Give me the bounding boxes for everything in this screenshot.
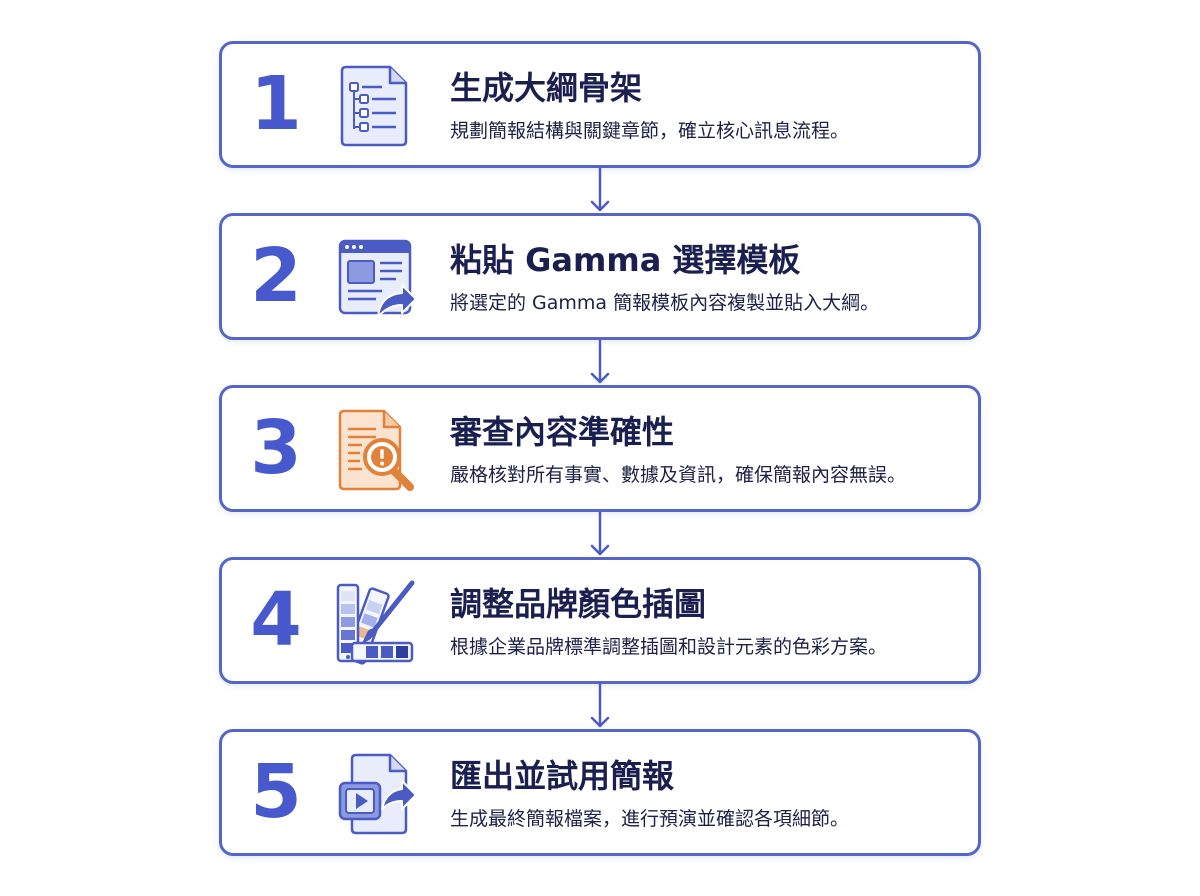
arrow-down-icon <box>588 684 612 730</box>
step-description: 規劃簡報結構與關鍵章節，確立核心訊息流程。 <box>450 120 850 142</box>
step-card-5: 5 匯出並試用簡報 生成最終簡報檔案，進行預演並確認各項細節。 <box>219 729 981 856</box>
step-description: 將選定的 Gamma 簡報模板內容複製並貼入大綱。 <box>450 292 880 314</box>
step-card-3: 3 審查內容準確性 嚴格核對所有事實、數據及資訊，確保簡報內容無誤。 <box>219 385 981 512</box>
step-description: 生成最終簡報檔案，進行預演並確認各項細節。 <box>450 808 850 830</box>
step-description: 根據企業品牌標準調整插圖和設計元素的色彩方案。 <box>450 636 888 658</box>
step-title: 調整品牌顏色插圖 <box>450 585 707 623</box>
step-card-4: 4 調整品牌顏色插圖 根據企業品牌標準調整插圖和設計元素的色彩方案。 <box>219 557 981 684</box>
step-number: 4 <box>250 577 302 663</box>
color-palette-icon <box>332 577 418 665</box>
step-number: 2 <box>250 233 302 319</box>
step-title: 生成大綱骨架 <box>450 69 643 107</box>
step-title: 審查內容準確性 <box>450 413 675 451</box>
arrow-down-icon <box>588 512 612 558</box>
arrow-down-icon <box>588 340 612 386</box>
step-title: 粘貼 Gamma 選擇模板 <box>450 241 801 279</box>
template-paste-icon <box>332 233 418 321</box>
arrow-down-icon <box>588 168 612 214</box>
step-number: 3 <box>250 405 302 491</box>
step-number: 5 <box>250 749 302 835</box>
export-video-icon <box>332 749 418 837</box>
step-title: 匯出並試用簡報 <box>450 757 675 795</box>
step-card-2: 2 粘貼 Gamma 選擇模板 將選定的 Gamma 簡報模板內容複製並貼入大綱… <box>219 213 981 340</box>
document-review-icon <box>332 405 418 493</box>
outline-document-icon <box>332 61 418 149</box>
step-description: 嚴格核對所有事實、數據及資訊，確保簡報內容無誤。 <box>450 464 907 486</box>
step-card-1: 1 生成大綱骨架 規劃簡報結構與關鍵章節，確立核心訊息流程。 <box>219 41 981 168</box>
step-number: 1 <box>250 61 302 147</box>
